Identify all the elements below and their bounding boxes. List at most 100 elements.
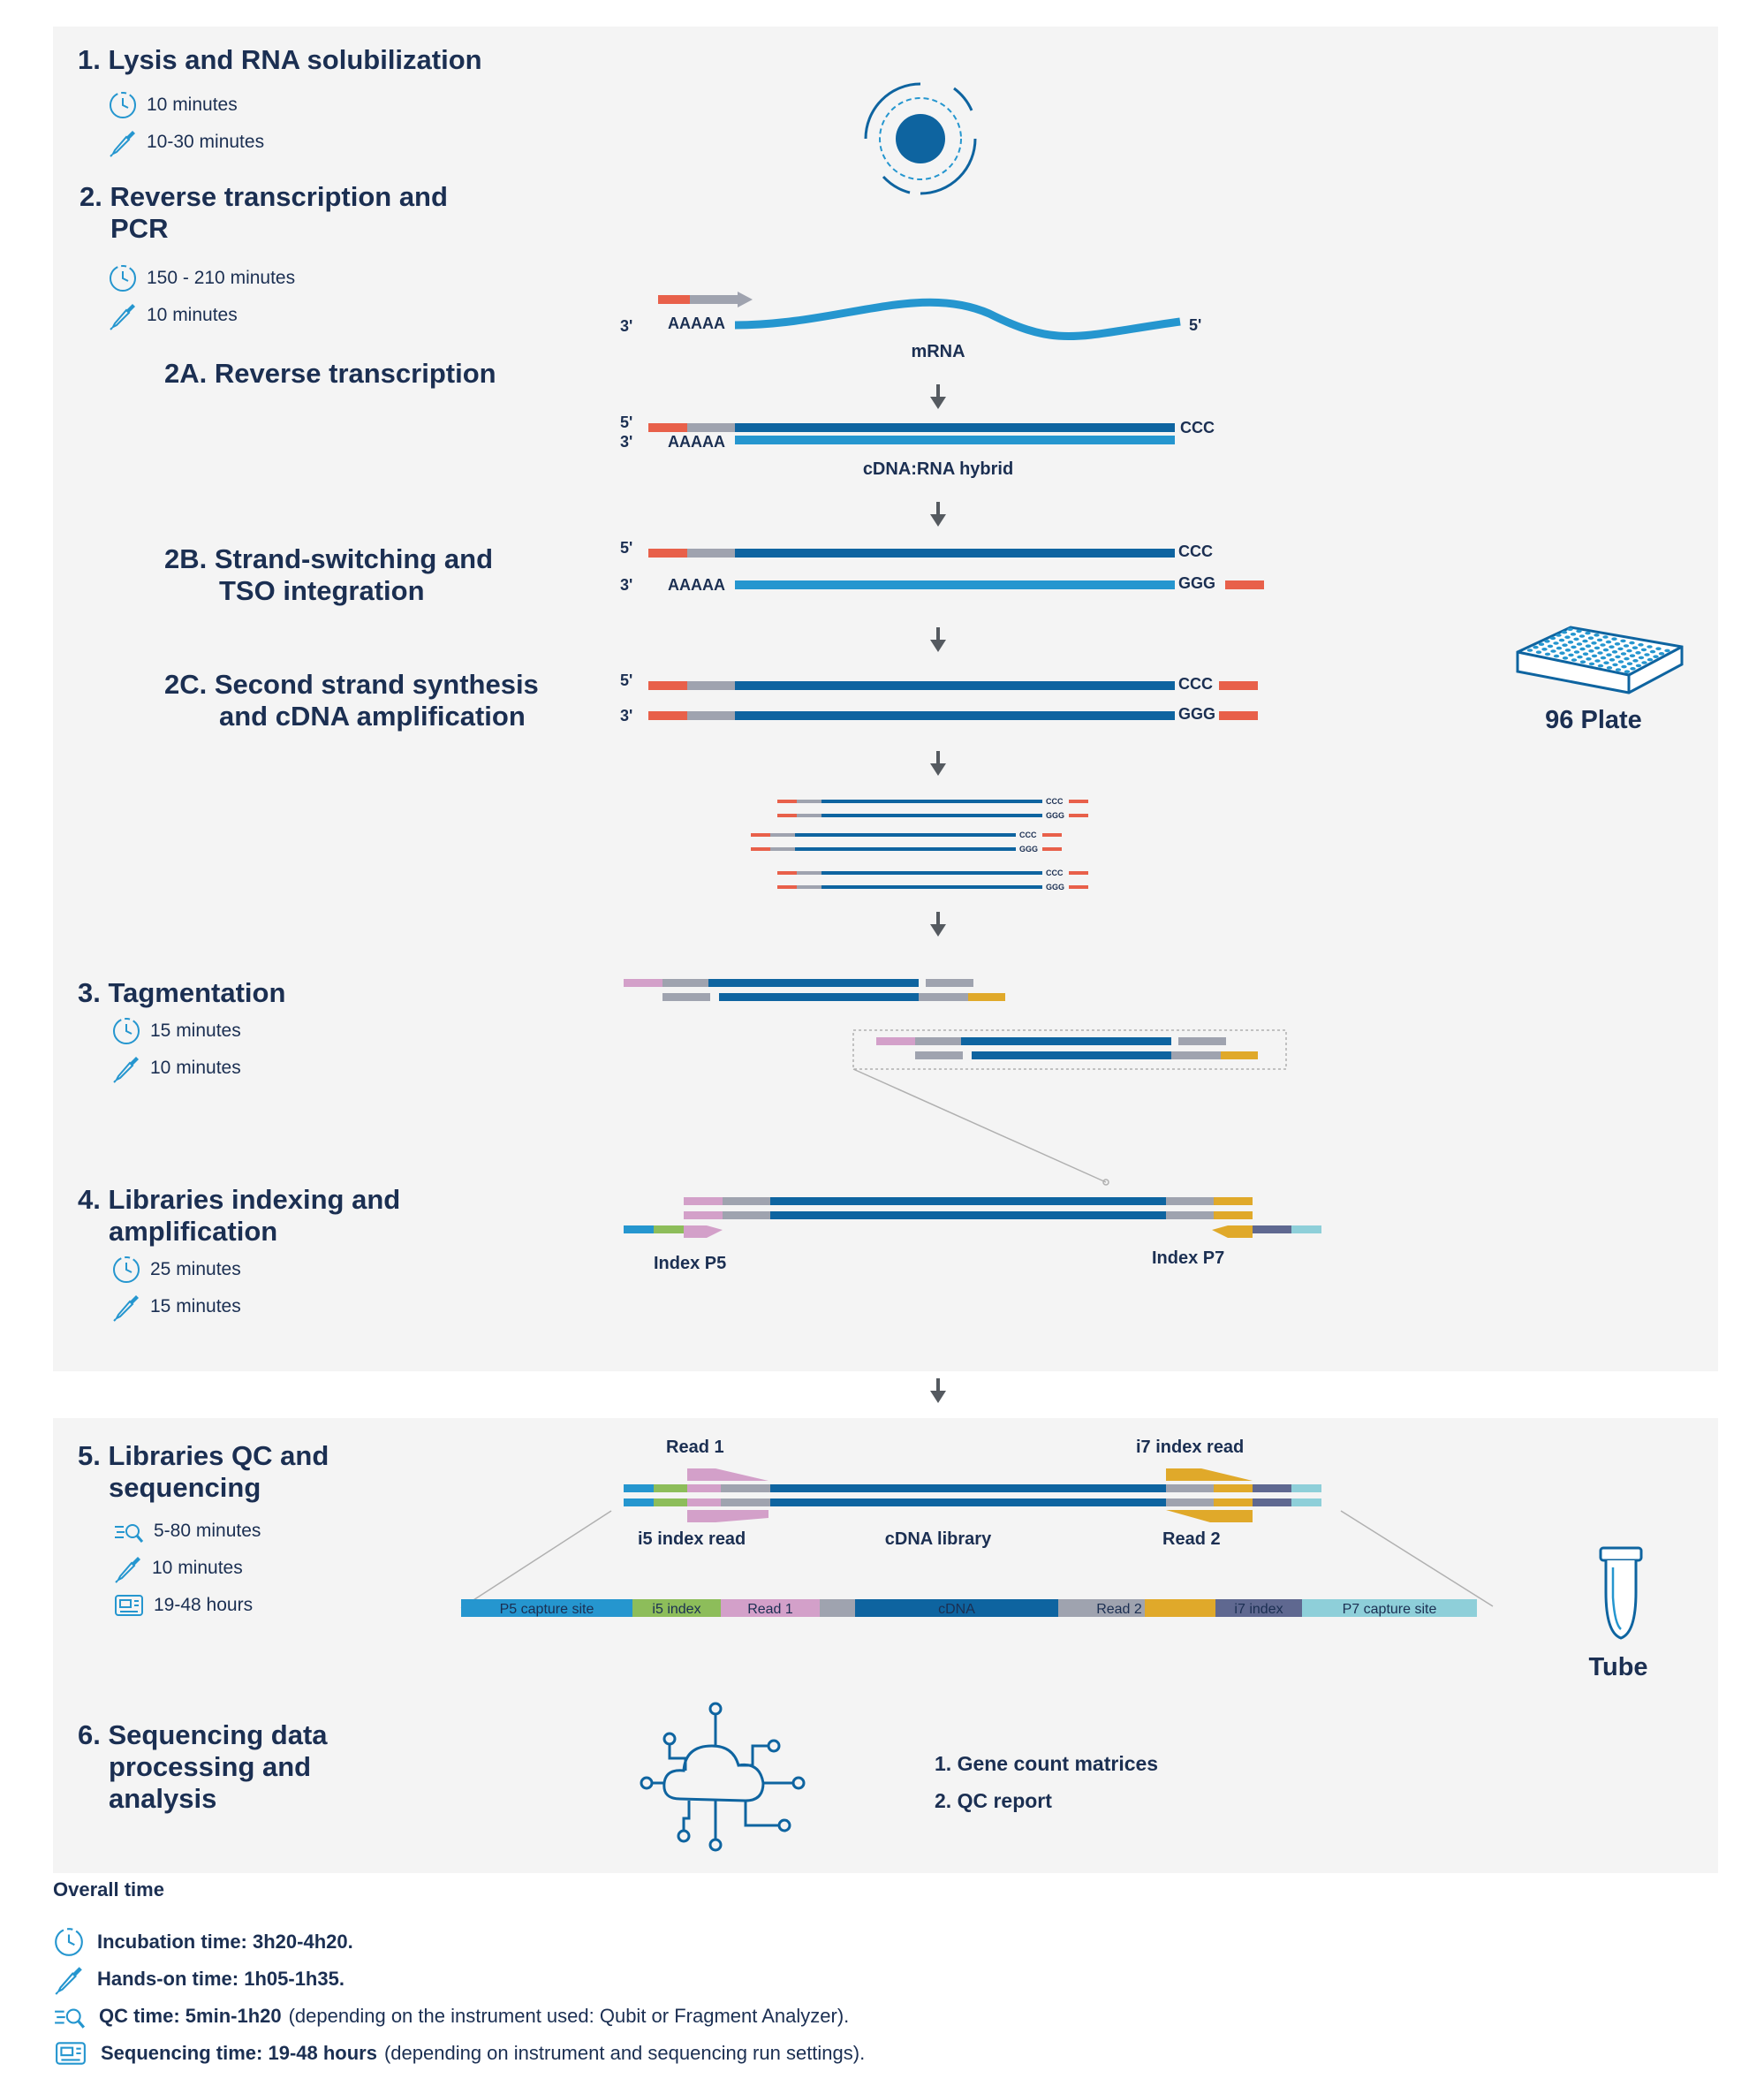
cell-icon [864,82,977,195]
library-segment-label: i7 index [1234,1602,1283,1617]
pipette-icon [110,304,135,330]
plate-well [1576,629,1582,634]
sequencer-icon [56,2042,86,2065]
qc-icon [115,1524,144,1543]
amplified-strand-label: GGG [1046,883,1064,891]
output-qc-report: 2. QC report [935,1789,1052,1812]
label-3prime-2c: 3' [620,707,632,725]
plate-well [1556,634,1562,637]
label-polya-2b: AAAAA [668,576,725,594]
plate-well [1612,663,1618,667]
step-2-hands-on: 10 minutes [108,300,238,330]
plate-well [1638,656,1645,660]
step-1-incubation: 10 minutes [108,90,238,120]
plate-well [1630,667,1636,671]
plate-well [1611,637,1617,641]
step-4-incubation-text: 25 minutes [150,1259,241,1279]
plate-well [1632,646,1639,649]
overall-sequencing-text: Sequencing time: 19-48 hours [101,2042,377,2064]
step-4-hands-on: 15 minutes [111,1292,241,1322]
label-index-p7: Index P7 [1152,1248,1224,1268]
plate-well [1629,654,1636,657]
flow-arrows [930,384,946,1403]
output-gene-count-matrices: 1. Gene count matrices [935,1752,1159,1775]
amplified-strand: CCC [751,831,1062,839]
library-segment-label: i5 index [652,1602,700,1617]
library-segment-label: Read 2 [1096,1602,1142,1617]
label-5prime-2a: 5' [620,413,632,431]
label-read1: Read 1 [666,1438,724,1457]
step-2c-title-line2: and cDNA amplification [219,701,526,732]
step-5-sequencing: 19-48 hours [113,1590,253,1620]
plate-well [1647,657,1654,662]
step-4-title-line2: amplification [109,1216,278,1247]
overall-sequencing: Sequencing time: 19-48 hours (depending … [53,2037,865,2069]
plate-well [1568,653,1574,657]
step-1-incubation-text: 10 minutes [147,95,238,115]
plate-well [1526,649,1533,652]
plate-well [1549,636,1556,641]
step-5-hands-on: 10 minutes [113,1553,243,1583]
plate-well [1562,643,1568,647]
amplified-strand: CCC [777,797,1088,806]
plate-well [1579,647,1586,651]
plate-well [1585,644,1592,648]
plate-96-icon [1516,626,1684,694]
plate-well [1573,637,1579,641]
library-segment: P5 capture site [461,1599,632,1617]
plate-well [1620,639,1626,643]
plate-well [1614,642,1621,646]
label-ccc-2c: CCC [1178,675,1213,693]
plate-well [1585,631,1591,635]
amplified-strand-label: CCC [1046,869,1064,877]
step-6-title-line3: analysis [109,1783,217,1814]
label-3prime-2a: 3' [620,433,632,451]
plate-well [1556,646,1563,650]
pipette-icon [115,1557,140,1583]
plate-well [1635,664,1642,668]
amplified-strand-label: CCC [1019,831,1037,839]
step-2c-title-line1: 2C. Second strand synthesis [164,669,539,700]
plate-well [1623,644,1630,648]
library-segment: Read 1 [721,1599,820,1617]
label-3prime-2b: 3' [620,576,632,594]
step-4-incubation: 25 minutes [111,1255,241,1285]
down-arrow [930,502,946,527]
amplified-strand: GGG [751,845,1062,854]
plate-well [1533,645,1539,649]
step-4-title: 4. Libraries indexing and amplification [78,1184,400,1248]
label-polya-mrna: AAAAA [668,315,725,332]
label-i5-index-read: i5 index read [638,1529,746,1549]
overall-heading: Overall time [53,1878,164,1901]
down-arrow [930,627,946,652]
library-segment: i5 index [632,1599,721,1617]
read1-arrow [687,1468,768,1481]
amplified-strand: GGG [777,883,1088,891]
plate-well [1632,659,1639,663]
plate-well [1571,658,1578,662]
workflow-panel-sequencing [53,1418,1718,1873]
plate-well [1594,646,1601,650]
step-2b-title: 2B. Strand-switching and TSO integration [164,543,493,607]
down-arrow [930,912,946,937]
tagmentation-fragment [624,979,1005,1001]
plate-well [1588,662,1595,666]
step-2-incubation-text: 150 - 210 minutes [147,268,296,288]
step-2b-title-line1: 2B. Strand-switching and [164,543,494,574]
label-index-p5: Index P5 [654,1254,726,1273]
plate-well [1586,657,1592,661]
step-6-title-line1: 6. Sequencing data [78,1719,328,1750]
plate-well [1564,649,1571,652]
overall-qc-text: QC time: 5min-1h20 [99,2005,282,2027]
plate-well [1664,649,1670,653]
plate-well [1562,656,1569,660]
plate-well [1617,647,1624,651]
sequencer-icon [115,1595,143,1616]
plate-well [1588,649,1594,653]
plate-well [1579,660,1586,664]
plate-well [1535,650,1542,654]
plate-well [1553,641,1559,645]
step-2c-title: 2C. Second strand synthesis and cDNA amp… [164,669,539,732]
plate-well [1611,650,1618,654]
step-3-title: 3. Tagmentation [78,977,286,1008]
